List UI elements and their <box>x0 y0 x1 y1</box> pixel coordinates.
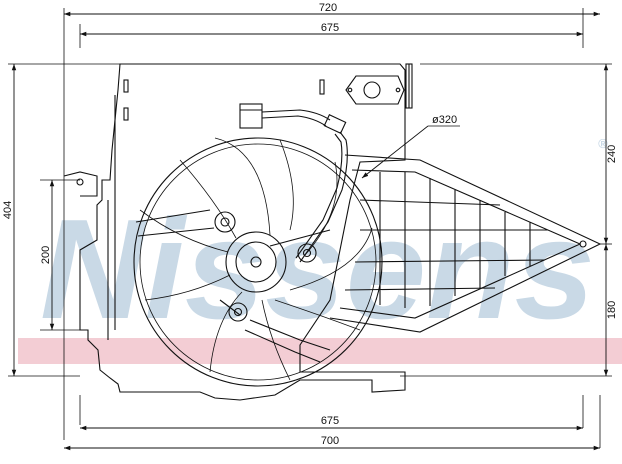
fan-blade <box>289 227 373 291</box>
connector-plate <box>345 75 405 105</box>
dim-label-320: ø320 <box>432 114 457 126</box>
fan-blade <box>279 139 294 231</box>
dim-label-200: 200 <box>40 246 52 264</box>
bracket-outline <box>329 154 602 333</box>
fan-blade <box>139 209 229 253</box>
slot-1 <box>123 79 129 93</box>
fan-blade <box>304 161 338 256</box>
dim-label-720: 720 <box>319 2 337 14</box>
fan-blade <box>179 159 237 239</box>
fan-blade <box>261 299 291 381</box>
hub-outer <box>225 231 287 293</box>
right-bracket <box>329 154 602 333</box>
boss-lower <box>228 302 248 322</box>
dim-label-180: 180 <box>606 301 618 319</box>
fan-blade <box>274 299 361 331</box>
leader-320 <box>361 125 429 179</box>
hub-middle <box>235 241 277 283</box>
dimension-lines <box>11 11 609 451</box>
watermark: Nissens ® <box>18 136 622 364</box>
boss-right <box>297 243 317 263</box>
shroud <box>79 63 413 401</box>
mount-point-left <box>76 178 84 186</box>
watermark-trademark: ® <box>598 136 608 151</box>
slot-2 <box>123 107 129 121</box>
motor-hub <box>225 231 287 293</box>
watermark-band <box>18 338 622 364</box>
extension-lines <box>8 8 612 448</box>
slot-3 <box>319 79 325 95</box>
dim-label-404: 404 <box>2 201 14 219</box>
strut-bosses <box>214 211 317 322</box>
boss-upper <box>214 211 236 233</box>
watermark-logo-text: Nissens <box>40 190 595 349</box>
fan-blade <box>214 137 271 236</box>
dim-label-240: 240 <box>606 145 618 163</box>
connector-plug <box>239 103 263 129</box>
fan-blades <box>139 137 373 381</box>
dim-label-675-top: 675 <box>321 22 339 34</box>
fan-blade <box>144 274 231 301</box>
shroud-outline <box>79 63 406 401</box>
hub-shaft <box>250 256 262 268</box>
mount-point-right <box>579 240 587 248</box>
dim-label-675-bottom: 675 <box>321 415 339 427</box>
dim-label-700: 700 <box>321 435 339 447</box>
left-mount-tab <box>63 171 98 197</box>
fan-blade <box>209 291 243 373</box>
